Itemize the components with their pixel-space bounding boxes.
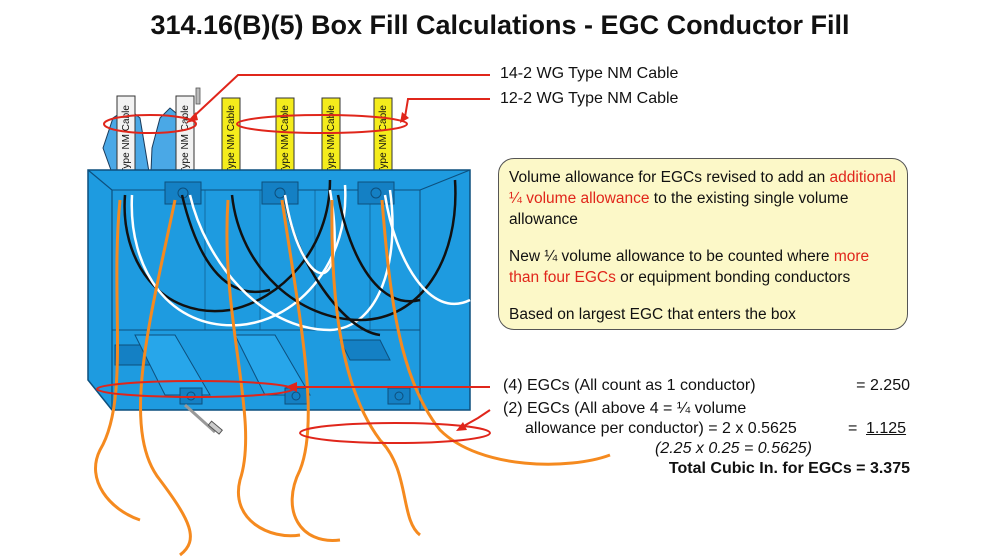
- note-box: Volume allowance for EGCs revised to add…: [498, 158, 908, 330]
- calc-total: Total Cubic In. for EGCs = 3.375: [668, 460, 910, 477]
- callout-arrowheads: [186, 112, 467, 431]
- calc-line-1-label: (4) EGCs (All count as 1 conductor): [503, 377, 756, 394]
- cable-label: Type NM Cable: [180, 105, 191, 174]
- cable-12-2-1: Type NM Cable: [221, 97, 241, 177]
- conductors: [123, 179, 471, 337]
- calc-line-3-eq: =: [848, 420, 858, 437]
- cable-label: Type NM Cable: [121, 105, 132, 174]
- cable-12-2-3: Type NM Cable: [321, 97, 341, 177]
- calc-line-1-value: = 2.250: [856, 377, 910, 394]
- note-paragraph-3: Based on largest EGC that enters the box: [509, 306, 796, 323]
- note-text: New ¼ volume allowance to be counted whe…: [509, 248, 834, 265]
- note-paragraph-2: New ¼ volume allowance to be counted whe…: [509, 246, 897, 288]
- note-text: Volume allowance for EGCs revised to add…: [509, 169, 830, 186]
- cable-12-2-4: Type NM Cable: [373, 97, 393, 177]
- cable-label: Type NM Cable: [378, 105, 389, 174]
- callout-14-2-cable: 14-2 WG Type NM Cable: [500, 65, 679, 82]
- note-highlight: more than four EGCs: [509, 248, 870, 286]
- calc-line-2-label: (2) EGCs (All above 4 = ¼ volume: [503, 400, 747, 417]
- egc-conductors: [94, 199, 611, 557]
- calc-line-3-label: allowance per conductor) = 2 x 0.5625: [525, 420, 797, 437]
- note-text: or equipment bonding conductors: [615, 269, 851, 286]
- calc-line-3-value: 1.125: [866, 420, 907, 437]
- cable-label: Type NM Cable: [326, 105, 337, 174]
- page-title: 314.16(B)(5) Box Fill Calculations - EGC…: [150, 10, 850, 40]
- device-box: [87, 169, 471, 435]
- note-text: to the existing single volume allowance: [509, 190, 849, 228]
- callout-12-2-cable: 12-2 WG Type NM Cable: [500, 90, 679, 107]
- calc-line-4-label: (2.25 x 0.25 = 0.5625): [655, 440, 812, 457]
- cable-label: Type NM Cable: [226, 105, 237, 174]
- note-paragraph-1: Volume allowance for EGCs revised to add…: [509, 167, 897, 230]
- note-highlight: additional ¼ volume allowance: [509, 169, 896, 207]
- cable-12-2-2: Type NM Cable: [275, 97, 295, 177]
- cable-label: Type NM Cable: [280, 105, 291, 174]
